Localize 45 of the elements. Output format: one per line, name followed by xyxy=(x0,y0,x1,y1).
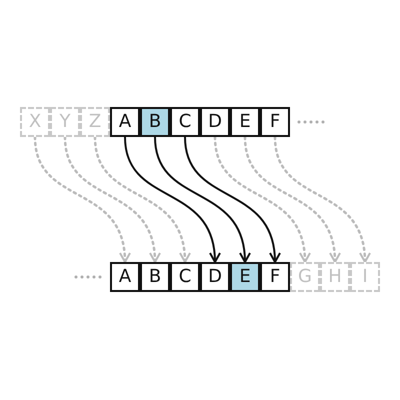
letter: H xyxy=(328,268,342,286)
letter: E xyxy=(239,113,251,131)
letter-cell xyxy=(200,107,230,137)
letter: C xyxy=(178,113,192,131)
letter: A xyxy=(118,268,132,286)
arrow xyxy=(34,136,130,264)
letter-cell-faded xyxy=(50,107,80,137)
arrow xyxy=(94,136,190,264)
letter: F xyxy=(270,268,280,286)
letter: G xyxy=(298,268,312,286)
letter-cell-faded xyxy=(20,107,50,137)
arrow xyxy=(274,136,370,264)
letter-cell xyxy=(140,262,170,292)
letter-cell xyxy=(170,262,200,292)
arrow xyxy=(154,136,250,263)
letter: A xyxy=(118,113,132,131)
letter: D xyxy=(208,113,222,131)
letter-cell-highlighted xyxy=(140,107,170,137)
letter: X xyxy=(28,113,42,131)
letter-cell xyxy=(110,107,140,137)
letter: E xyxy=(239,268,251,286)
letter: Z xyxy=(88,113,102,131)
letter-cell-faded xyxy=(350,262,380,292)
letter-cell xyxy=(230,107,260,137)
letter-cell xyxy=(260,107,290,137)
letter: B xyxy=(148,113,162,131)
letter: Y xyxy=(60,113,70,131)
letter: D xyxy=(208,268,222,286)
letter-cell-faded xyxy=(290,262,320,292)
letter: I xyxy=(362,268,368,286)
letter-cell-faded xyxy=(80,107,110,137)
arrow xyxy=(244,136,340,264)
arrow xyxy=(64,136,160,264)
arrow xyxy=(184,136,280,263)
letter-cell xyxy=(110,262,140,292)
arrow xyxy=(214,136,310,264)
letter-cell-highlighted xyxy=(230,262,260,292)
letter-cell xyxy=(170,107,200,137)
letter: C xyxy=(178,268,192,286)
letter: B xyxy=(148,268,162,286)
letter-cell-faded xyxy=(320,262,350,292)
letter-cell xyxy=(260,262,290,292)
letter-cell xyxy=(200,262,230,292)
arrow xyxy=(124,136,220,263)
letter: F xyxy=(270,113,280,131)
